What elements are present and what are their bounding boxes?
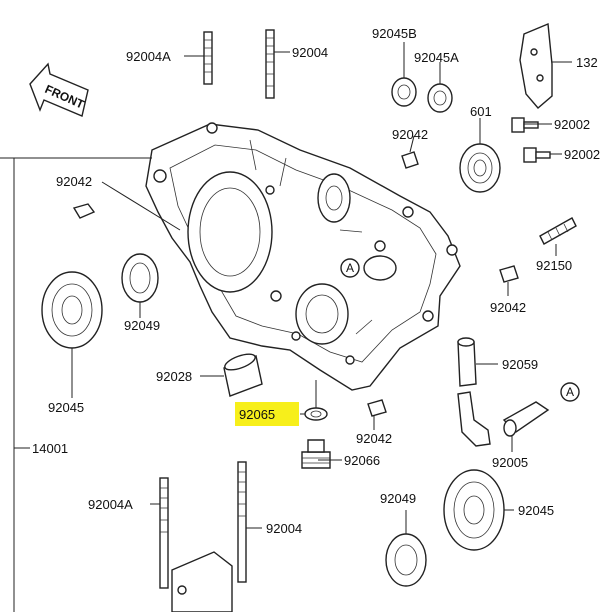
oil-seal-92049-bottom [385, 533, 427, 587]
stud-92004a-top [203, 31, 213, 85]
leader-lines [0, 42, 572, 612]
elbow-pipe [457, 391, 491, 447]
dowel-pin-92042-lower [367, 399, 387, 417]
fitting-92005 [502, 401, 550, 437]
oil-seal-92049-left [121, 253, 159, 303]
label-92028: 92028 [156, 369, 192, 384]
stud-92150 [539, 217, 577, 245]
label-92042-topleft: 92042 [56, 174, 92, 189]
dowel-pin-92042-center [401, 151, 419, 169]
svg-text:A: A [566, 385, 574, 399]
stud-92004-top [265, 29, 275, 99]
label-92004a-bottom: 92004A [88, 497, 133, 512]
label-92066: 92066 [344, 453, 380, 468]
label-601: 601 [470, 104, 492, 119]
label-92004-top: 92004 [292, 45, 328, 60]
case-fragment-bottom [171, 551, 233, 612]
label-92045-bottom: 92045 [518, 503, 554, 518]
bearing-601 [459, 143, 501, 193]
label-92045b: 92045B [372, 26, 417, 41]
ref-marker-a-fitting: A [560, 382, 580, 402]
label-92005: 92005 [492, 455, 528, 470]
stud-92004a-bottom [159, 477, 169, 589]
label-92002-a: 92002 [554, 117, 590, 132]
label-92049-left: 92049 [124, 318, 160, 333]
bracket-132 [519, 22, 553, 109]
bearing-92045-bottom [443, 469, 505, 551]
label-92049-bottom: 92049 [380, 491, 416, 506]
label-92004-bottom: 92004 [266, 521, 302, 536]
bolt-92002-a [511, 117, 539, 133]
part-labels: 92004A 92004 92045B 92045A 132 92042 920… [32, 26, 600, 536]
front-arrow-icon: FRONT [29, 62, 89, 117]
label-92045a: 92045A [414, 50, 459, 65]
label-92059: 92059 [502, 357, 538, 372]
dowel-pin-92042-right [499, 265, 519, 283]
highlight-92065 [235, 402, 299, 426]
label-14001: 14001 [32, 441, 68, 456]
bearing-92045-left [41, 271, 103, 349]
label-92042-lower: 92042 [356, 431, 392, 446]
label-92042-right: 92042 [490, 300, 526, 315]
ref-marker-a-case: A [340, 258, 360, 278]
label-92150: 92150 [536, 258, 572, 273]
label-92004a-top: 92004A [126, 49, 171, 64]
stud-92004-bottom [237, 461, 247, 583]
dowel-pin-92042-left [72, 203, 96, 219]
label-92045-left: 92045 [48, 400, 84, 415]
svg-text:A: A [346, 261, 354, 275]
label-92042-center: 92042 [392, 127, 428, 142]
bearing-92045b [391, 77, 417, 107]
hose-92059 [457, 337, 477, 387]
label-132: 132 [576, 55, 598, 70]
label-92002-b: 92002 [564, 147, 600, 162]
drain-plug-92066 [301, 439, 331, 469]
bearing-92045a [427, 83, 453, 113]
collar-92028 [223, 353, 263, 397]
crankcase-half [145, 122, 461, 391]
washer-92065 [304, 407, 328, 421]
label-92065: 92065 [239, 407, 275, 422]
bolt-92002-b [523, 147, 551, 163]
